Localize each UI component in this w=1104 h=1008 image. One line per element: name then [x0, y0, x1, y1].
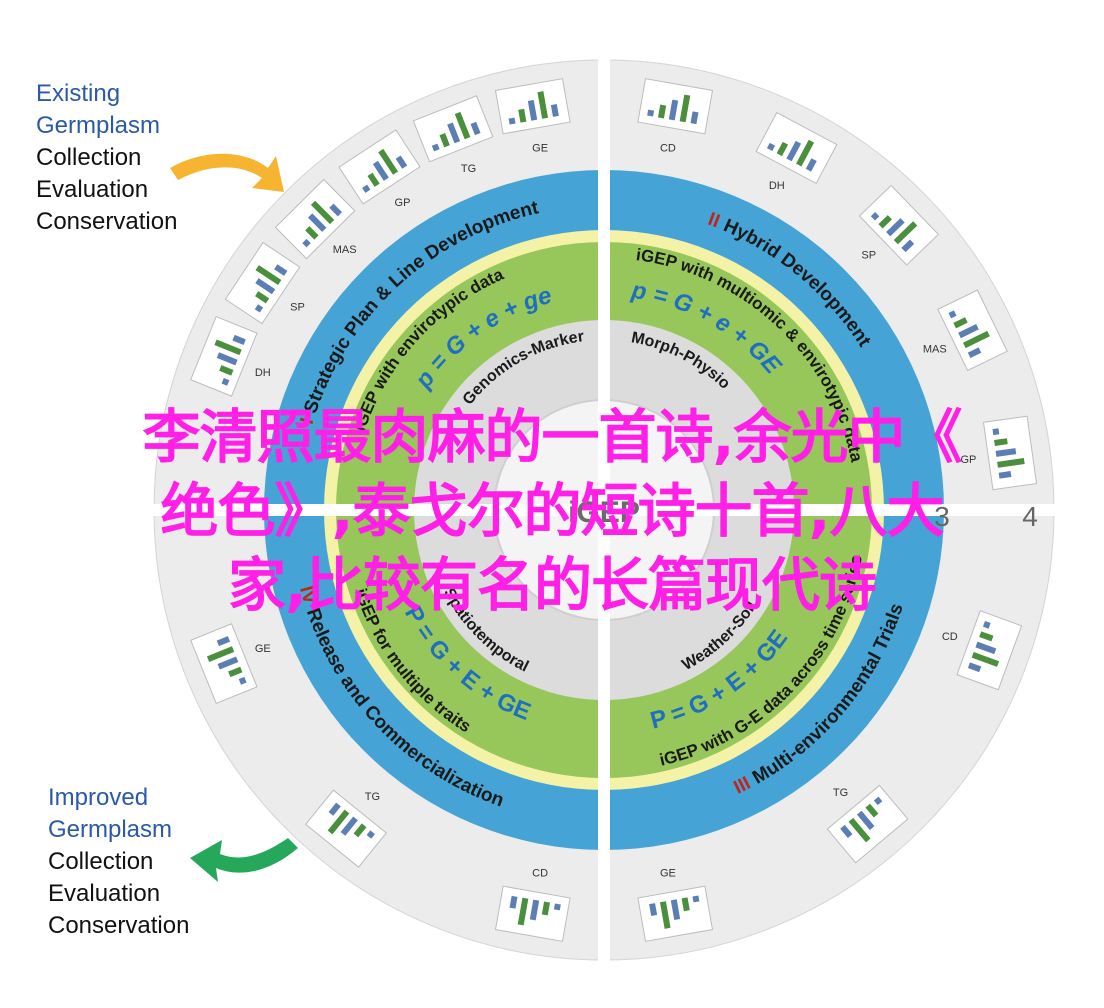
outer-label-sp: SP: [861, 249, 876, 261]
thumbnail-mas: [937, 289, 1008, 372]
thumbnail-tg: [826, 784, 909, 864]
center-number-3: 3: [934, 501, 950, 532]
thumbnail-dh: [190, 315, 258, 397]
outer-label-ge: GE: [532, 143, 548, 155]
outer-label-cd: CD: [532, 867, 548, 879]
outer-labels: GE TG GP MAS SP DH CD DH SP MAS GP GE TG CD CD TG GE: [255, 143, 977, 880]
outer-label-cd: CD: [942, 631, 958, 643]
center-number-4: 4: [1022, 501, 1038, 532]
outer-label-ge: GE: [255, 643, 271, 655]
thumbnail-gp: [338, 129, 421, 205]
thumbnail-dh: [755, 111, 838, 185]
improved-germplasm-arrow: [190, 838, 298, 882]
note-line: Improved: [48, 784, 149, 811]
thumbnail-cd: [956, 610, 1023, 691]
thumbnail-tg: [412, 95, 494, 163]
outer-label-gp: GP: [395, 197, 411, 209]
improved-germplasm-note: Improved Germplasm Collection Evaluation…: [48, 782, 189, 942]
outer-label-mas: MAS: [923, 344, 947, 356]
note-line: Germplasm: [48, 816, 173, 843]
note-line: Germplasm: [36, 112, 161, 139]
thumbnail-ge: [637, 885, 714, 942]
note-line: Collection: [48, 848, 154, 875]
thumbnail-ge: [494, 78, 571, 135]
outer-label-dh: DH: [769, 180, 785, 192]
outer-label-dh: DH: [255, 367, 271, 379]
thumbnail-cd: [637, 78, 714, 135]
thumbnail-sp: [224, 241, 301, 325]
note-line: Existing: [36, 80, 121, 107]
thumbnail-gp: [982, 415, 1038, 491]
outer-label-tg: TG: [461, 163, 476, 175]
existing-germplasm-arrow: [170, 153, 284, 192]
outer-label-cd: CD: [660, 143, 676, 155]
thumbnail-ge: [190, 623, 258, 705]
thumbnail-sp: [858, 184, 940, 266]
center-label: iGEP: [568, 496, 640, 529]
outer-label-ge: GE: [660, 867, 676, 879]
note-line: Conservation: [36, 208, 178, 235]
thumbnail-tg: [305, 789, 387, 868]
existing-germplasm-note: Existing Germplasm Collection Evaluation…: [36, 78, 177, 238]
thumbnail-mas: [274, 178, 356, 260]
outer-label-mas: MAS: [333, 244, 357, 256]
note-line: Evaluation: [36, 176, 149, 203]
outer-label-tg: TG: [833, 787, 848, 799]
outer-label-tg: TG: [365, 791, 380, 803]
thumbnail-cd: [494, 885, 571, 942]
outer-label-sp: SP: [290, 301, 305, 313]
note-line: Evaluation: [48, 880, 161, 907]
note-line: Collection: [36, 144, 142, 171]
outer-thumbnails: [190, 78, 1038, 942]
outer-label-gp: GP: [960, 454, 976, 466]
note-line: Conservation: [48, 912, 190, 939]
